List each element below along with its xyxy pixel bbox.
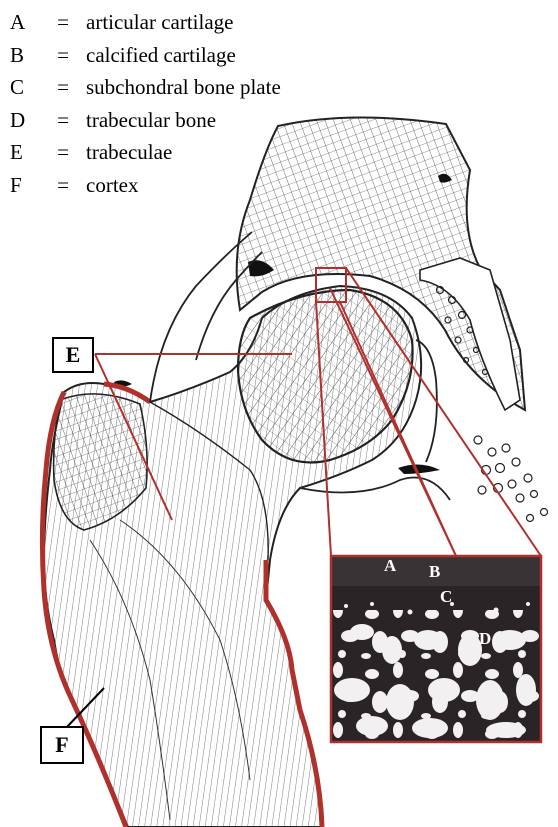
legend-item: A=articular cartilage	[10, 6, 281, 39]
legend: A=articular cartilage B=calcified cartil…	[10, 6, 281, 201]
legend-item: E=trabeculae	[10, 136, 281, 169]
callout-e-box: E	[52, 337, 94, 373]
inset-label-c: C	[440, 587, 452, 606]
inset-label-b: B	[429, 562, 440, 581]
inset-label-a: A	[384, 556, 397, 575]
legend-item: F=cortex	[10, 169, 281, 202]
micrograph-inset: A B C D	[331, 556, 541, 742]
inset-label-d: D	[479, 629, 491, 648]
legend-item: C=subchondral bone plate	[10, 71, 281, 104]
legend-item: D=trabecular bone	[10, 104, 281, 137]
legend-item: B=calcified cartilage	[10, 39, 281, 72]
callout-f-box: F	[40, 726, 84, 764]
